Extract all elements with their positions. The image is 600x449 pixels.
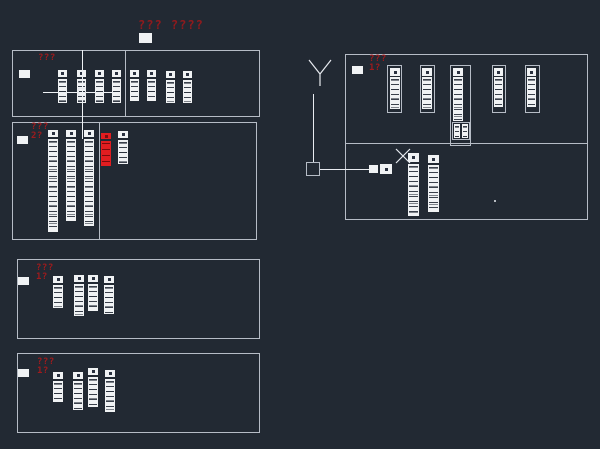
panel-outline-right[interactable] [345,54,588,220]
component-box[interactable] [420,65,435,113]
breaker-cap[interactable] [104,276,114,283]
breaker-cap[interactable] [118,131,128,138]
panel-2-divider[interactable] [99,122,100,240]
breaker-strip[interactable] [166,80,175,103]
legend-swatch[interactable] [18,277,29,285]
breaker-strip[interactable] [454,124,460,138]
title-block-square[interactable] [139,33,152,43]
panel-outline-1[interactable] [12,50,260,117]
breaker-cap[interactable] [74,275,84,282]
panel-outline-2[interactable] [12,122,257,240]
breaker-strip[interactable] [48,139,58,232]
breaker-cap[interactable] [428,155,439,163]
component-sub-box[interactable] [452,122,470,140]
panel-label[interactable]: ???1? [37,357,55,376]
breaker-strip[interactable] [453,77,463,121]
crosshair-pickbox [78,88,86,96]
legend-swatch[interactable] [17,136,28,144]
breaker-strip[interactable] [428,165,439,212]
breaker-cap[interactable] [53,276,63,283]
breaker-cap[interactable] [84,130,94,137]
breaker-strip[interactable] [390,77,400,109]
breaker-strip[interactable] [58,79,67,103]
breaker-strip[interactable] [105,379,115,412]
breaker-cap[interactable] [95,70,104,77]
component-box[interactable] [387,65,402,113]
breaker-strip[interactable] [112,79,121,103]
breaker-cap[interactable] [112,70,121,77]
drawing-title-text[interactable]: ??? ???? [138,18,204,32]
breaker-cap[interactable] [453,68,463,76]
breaker-cap[interactable] [48,130,58,137]
panel-1-divider[interactable] [125,50,126,117]
panel-label[interactable]: ???2? [31,122,49,141]
breaker-strip[interactable] [183,80,192,103]
panel-outline-3[interactable] [17,259,260,339]
breaker-cap[interactable] [494,68,503,76]
feeder-line-vertical[interactable] [313,94,314,162]
breaker-cap[interactable] [66,130,76,137]
legend-swatch[interactable] [352,66,363,74]
breaker-strip[interactable] [422,77,432,109]
breaker-strip[interactable] [73,381,83,410]
component-box-tall[interactable] [450,65,471,146]
breaker-cap[interactable] [183,71,192,78]
breaker-strip[interactable] [147,79,156,101]
breaker-strip[interactable] [95,79,104,103]
panel-label[interactable]: ???1? [369,54,387,73]
breaker-strip[interactable] [53,381,63,402]
feeder-line-horizontal[interactable] [320,169,369,170]
breaker-strip[interactable] [77,79,86,103]
breaker-strip[interactable] [527,77,536,107]
breaker-cap[interactable] [58,70,67,77]
breaker-strip[interactable] [84,139,94,226]
breaker-strip[interactable] [494,77,503,107]
feeder-junction-box[interactable] [306,162,320,176]
panel-label[interactable]: ???1? [36,263,54,282]
breaker-strip[interactable] [130,79,139,101]
component-box[interactable] [492,65,506,113]
feeder-terminal-block[interactable] [380,164,392,174]
breaker-strip[interactable] [408,164,419,216]
breaker-cap[interactable] [105,370,115,377]
breaker-cap[interactable] [527,68,536,76]
breaker-cap[interactable] [88,368,98,375]
stray-point[interactable] [494,200,496,202]
panel-outline-4[interactable] [17,353,260,433]
breaker-strip[interactable] [66,139,76,221]
crosshair-h-line [43,92,115,93]
breaker-strip[interactable] [53,285,63,308]
breaker-strip[interactable] [462,124,468,138]
panel-right-divider[interactable] [345,143,588,144]
breaker-cap[interactable] [147,70,156,77]
panel-label[interactable]: ??? [38,53,56,63]
feeder-terminal-square[interactable] [369,165,378,173]
breaker-strip[interactable] [74,284,84,316]
breaker-cap[interactable] [77,70,86,77]
crosshair-v-line [82,50,83,139]
legend-swatch[interactable] [18,369,29,377]
component-box[interactable] [525,65,540,113]
breaker-cap[interactable] [88,275,98,282]
selected-breaker-cap[interactable] [101,133,111,139]
breaker-strip[interactable] [104,285,114,314]
breaker-cap[interactable] [73,372,83,379]
breaker-cap[interactable] [408,153,419,162]
breaker-strip[interactable] [88,284,98,311]
breaker-strip[interactable] [88,377,98,407]
breaker-cap[interactable] [166,71,175,78]
breaker-cap[interactable] [130,70,139,77]
selected-breaker-strip[interactable] [101,141,111,166]
x-cross-icon[interactable] [395,148,411,164]
breaker-cap[interactable] [390,68,400,76]
legend-swatch[interactable] [19,70,30,78]
breaker-cap[interactable] [53,372,63,379]
breaker-cap[interactable] [422,68,432,76]
y-branch-icon[interactable] [305,57,335,87]
breaker-strip[interactable] [118,140,128,164]
